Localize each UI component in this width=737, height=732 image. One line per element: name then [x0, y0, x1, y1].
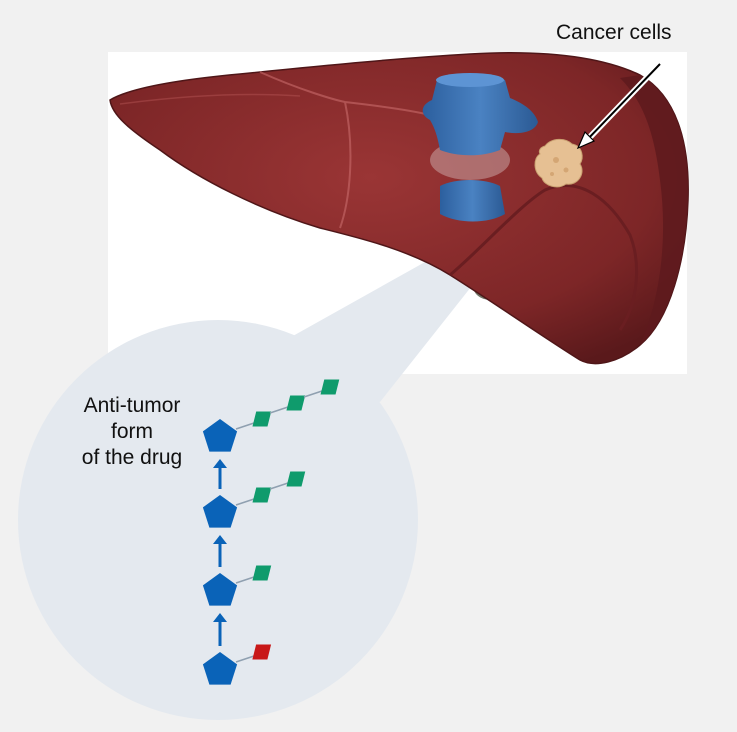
linker-1-2	[269, 406, 289, 414]
cancer-pointer-arrow	[576, 61, 663, 150]
green-group-1-3	[320, 379, 340, 395]
vena-cava-upper	[422, 73, 538, 156]
green-group-3-1	[252, 565, 272, 581]
vena-cava-lower	[440, 180, 505, 222]
up-arrow-head-3	[213, 613, 227, 622]
up-arrow-head-1	[213, 459, 227, 468]
drug-label-line-1: Anti-tumor	[83, 394, 181, 417]
sugar-pentagon-4	[202, 652, 238, 685]
drug-label-line-3: of the drug	[81, 446, 183, 469]
green-group-2-2	[286, 471, 306, 487]
sugar-pentagon-3	[202, 573, 238, 606]
up-arrow-head-2	[213, 535, 227, 544]
green-group-2-1	[252, 487, 272, 503]
liver-illustration	[109, 52, 689, 365]
green-group-1-2	[286, 395, 306, 411]
sugar-pentagon-1	[202, 419, 238, 452]
red-group-4	[252, 644, 272, 660]
green-group-1-1	[252, 411, 272, 427]
drug-activation-sequence	[202, 379, 340, 685]
linker-red-4	[235, 655, 255, 663]
cancer-cells-label: Cancer cells	[556, 21, 672, 44]
linker-2-1	[235, 498, 255, 506]
linker-1-1	[235, 422, 255, 430]
linker-1-3	[303, 390, 323, 398]
drug-label-line-2: form	[111, 420, 153, 443]
linker-3-1	[235, 576, 255, 584]
linker-2-2	[269, 482, 289, 490]
sugar-pentagon-2	[202, 495, 238, 528]
tumor	[534, 138, 583, 188]
anti-tumor-drug-label: Anti-tumor form of the drug	[66, 393, 198, 471]
